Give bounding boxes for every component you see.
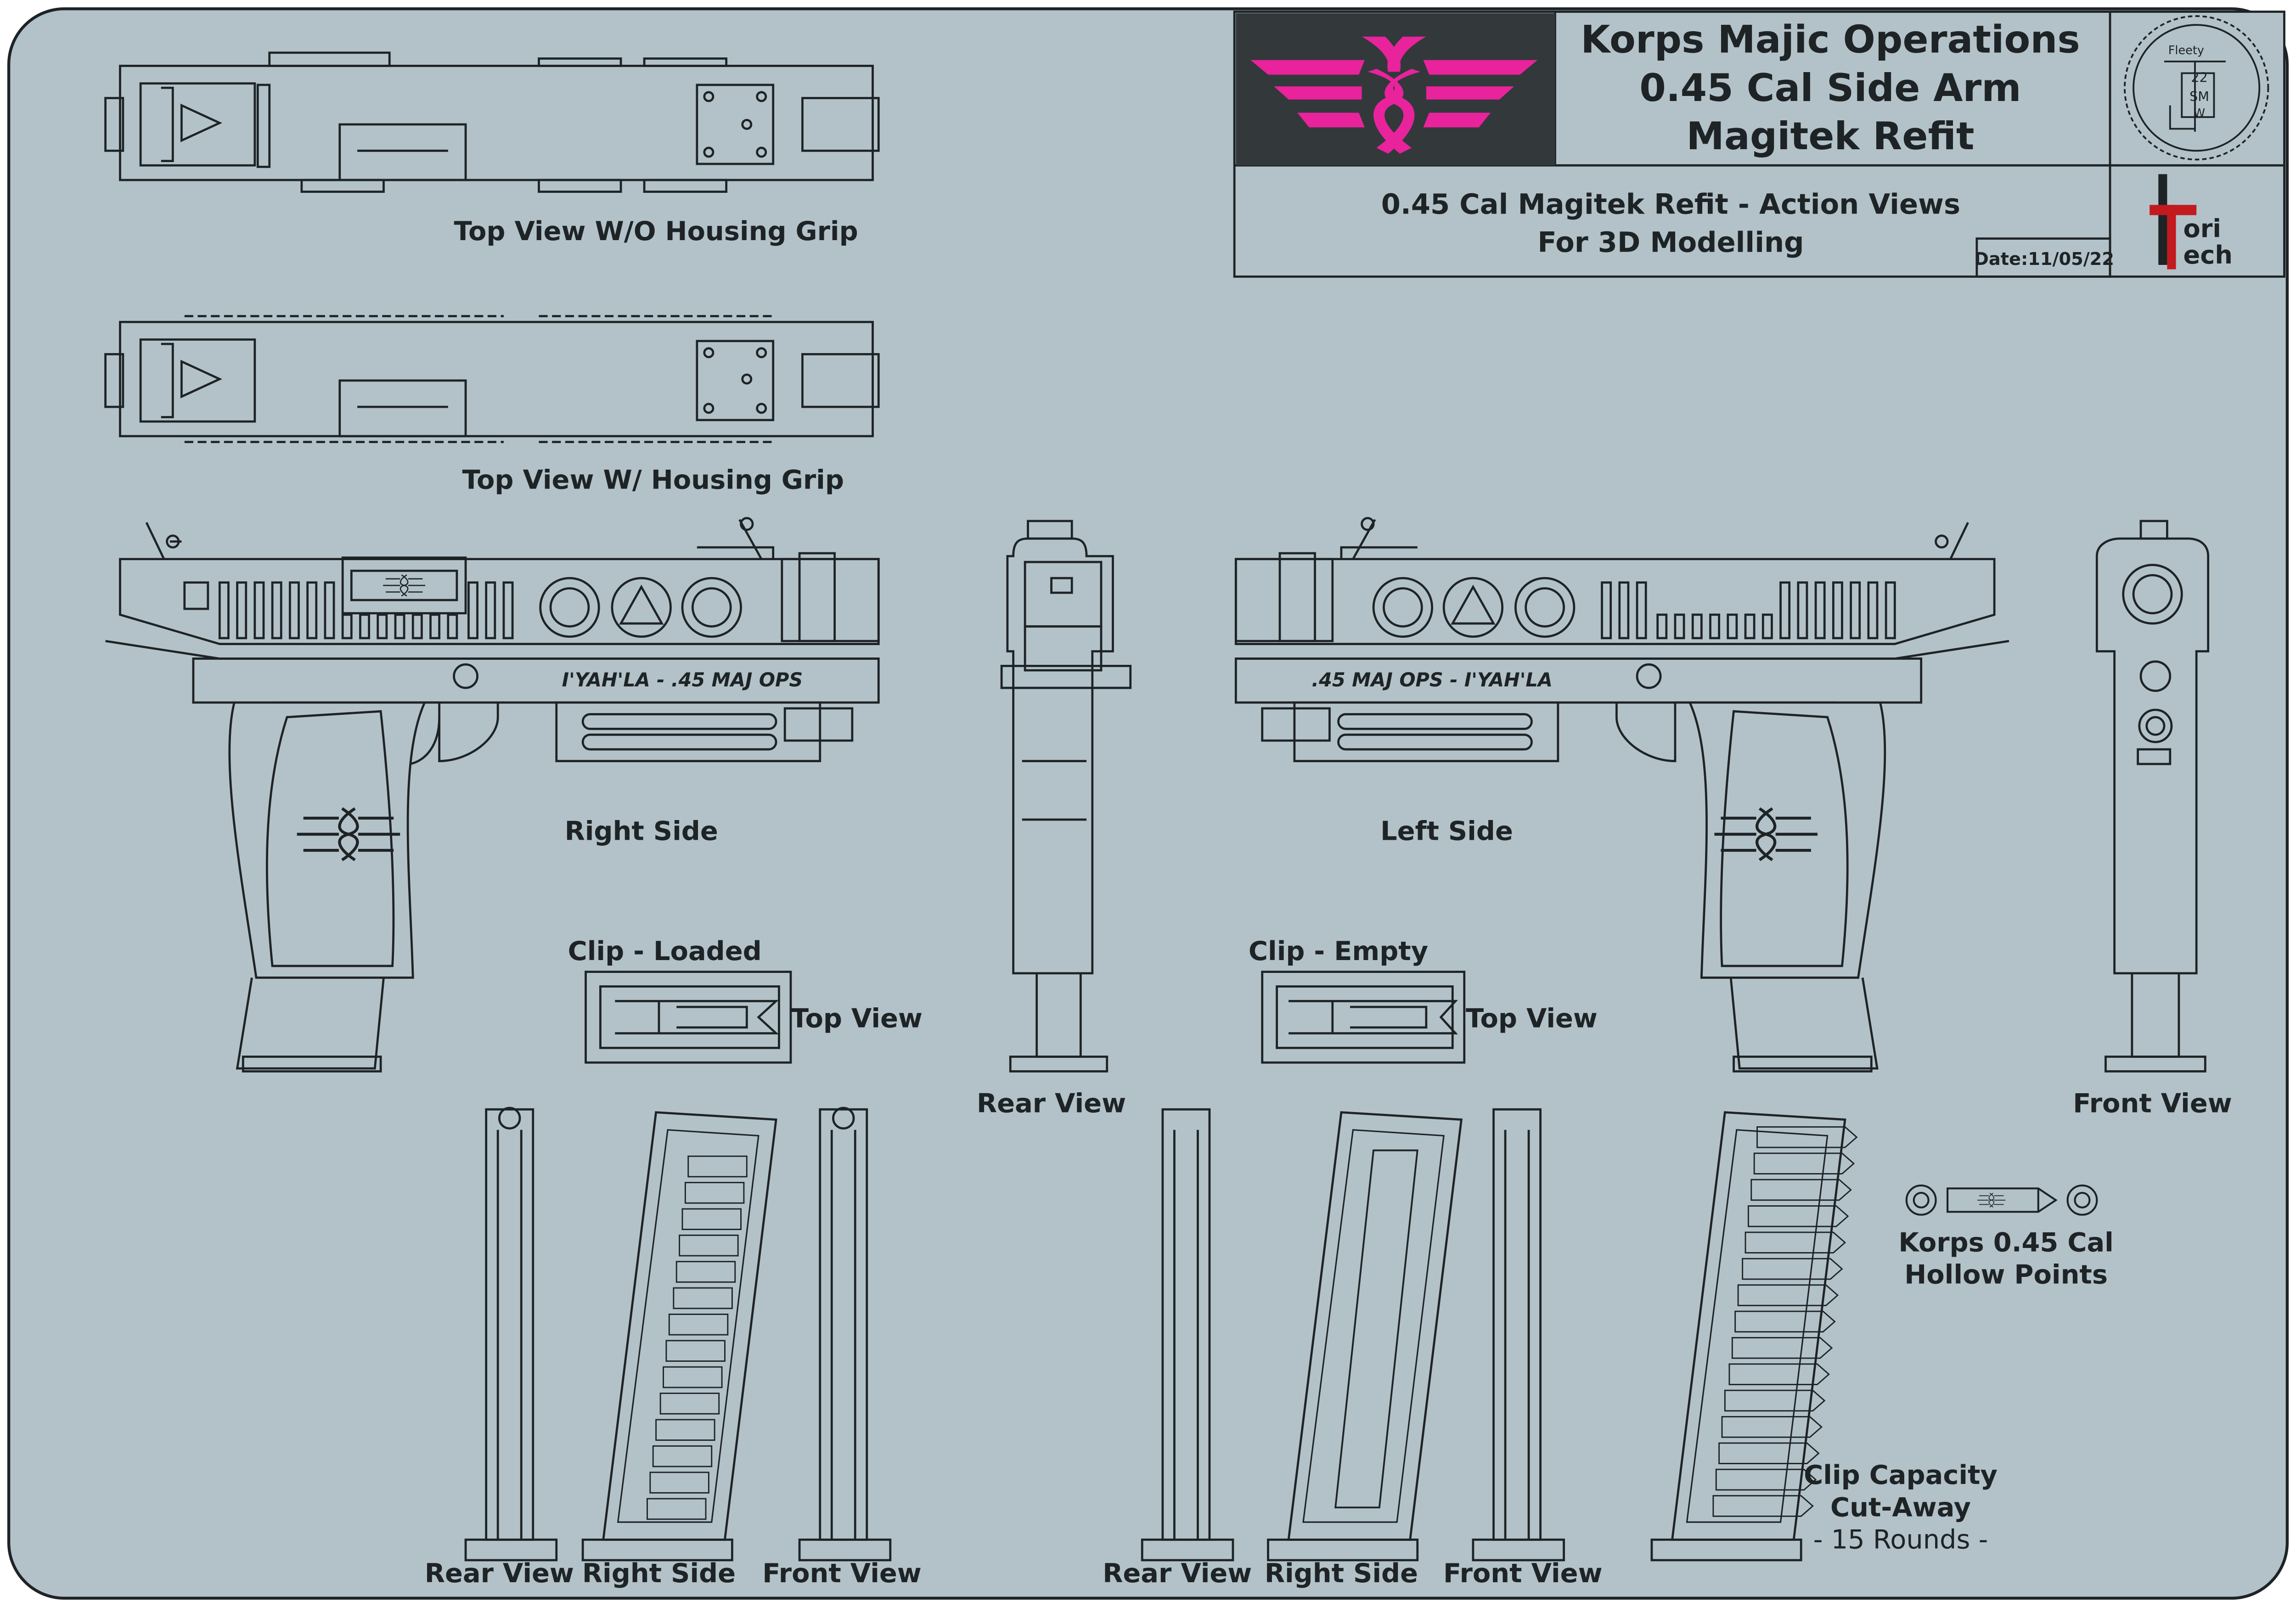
label-capacity-line-1: Clip Capacity (1804, 1460, 1998, 1490)
label-top-view-with-grip: Top View W/ Housing Grip (462, 465, 844, 495)
label-left-side: Left Side (1380, 816, 1513, 847)
subtitle-line-1: 0.45 Cal Magitek Refit - Action Views (1381, 188, 1960, 220)
label-clip-loaded: Clip - Loaded (568, 936, 762, 966)
mag-empty-rear (1141, 1108, 1234, 1562)
label-clip-loaded-top-view: Top View (791, 1003, 923, 1034)
designer-seal (2124, 15, 2269, 161)
clip-loaded-top (585, 971, 792, 1064)
hollow-point-round (1905, 1184, 2098, 1216)
label-right-side: Right Side (565, 816, 718, 847)
label-mag-empty-right: Right Side (1265, 1558, 1418, 1589)
title-line-3: Magitek Refit (1686, 114, 1974, 158)
brand-mark (2150, 174, 2197, 270)
seal-text-4: W (2194, 107, 2205, 120)
subtitle-line-2: For 3D Modelling (1537, 226, 1804, 258)
left-side-slide-text: .45 MAJ OPS - I'YAH'LA (1311, 669, 1553, 691)
brand-text-1: ori (2183, 214, 2221, 243)
label-mag-loaded-right: Right Side (582, 1558, 736, 1589)
date-stamp: Date:11/05/22 (1974, 249, 2114, 270)
pistol-left-side (1234, 517, 2009, 1073)
mag-cutaway (1652, 1113, 1858, 1560)
clip-empty-top (1261, 971, 1466, 1064)
seal-text-3: SM (2189, 89, 2209, 104)
top-view-with-grip (104, 315, 880, 444)
label-mag-empty-front: Front View (1443, 1558, 1603, 1589)
label-clip-empty: Clip - Empty (1249, 936, 1428, 966)
mag-loaded-front (798, 1107, 892, 1562)
label-clip-empty-top-view: Top View (1466, 1003, 1598, 1034)
label-ammo-line-2: Hollow Points (1904, 1259, 2108, 1290)
mag-empty-front (1472, 1108, 1565, 1562)
label-mag-empty-rear: Rear View (1103, 1558, 1252, 1589)
korps-logo (1250, 36, 1538, 154)
mag-loaded-right (583, 1113, 776, 1560)
label-capacity-line-2: Cut-Away (1830, 1492, 1971, 1523)
seal-text-1: Fleety (2168, 44, 2204, 57)
mag-empty-right (1268, 1113, 1461, 1560)
label-top-view-without-grip: Top View W/O Housing Grip (454, 216, 858, 247)
pistol-front-view (2095, 520, 2210, 1073)
sheet-border (7, 7, 2289, 1600)
pistol-right-side (105, 517, 880, 1073)
mag-loaded-rear (464, 1107, 558, 1562)
label-mag-loaded-front: Front View (762, 1558, 922, 1589)
pistol-rear-view (1000, 520, 1132, 1073)
title-line-2: 0.45 Cal Side Arm (1639, 66, 2021, 110)
top-view-without-grip (104, 51, 880, 193)
title-line-1: Korps Majic Operations (1581, 17, 2080, 62)
label-ammo-line-1: Korps 0.45 Cal (1898, 1227, 2113, 1258)
label-capacity-line-3: - 15 Rounds - (1813, 1524, 1988, 1555)
label-front-view: Front View (2073, 1088, 2232, 1119)
seal-text-2: 22 (2191, 70, 2208, 85)
brand-text-2: ech (2183, 241, 2232, 270)
label-mag-loaded-rear: Rear View (425, 1558, 574, 1589)
label-rear-view: Rear View (977, 1088, 1126, 1119)
right-side-slide-text: I'YAH'LA - .45 MAJ OPS (562, 669, 803, 691)
